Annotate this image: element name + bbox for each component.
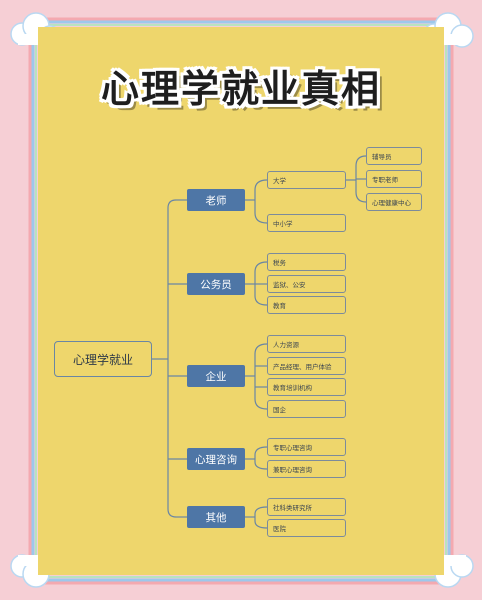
sub-leaf-node: 心理健康中心 (366, 193, 422, 211)
leaf-node: 教育培训机构 (267, 378, 346, 396)
leaf-node: 大学 (267, 171, 346, 189)
leaf-node: 兼职心理咨询 (267, 460, 346, 478)
branch-node-other: 其他 (187, 506, 245, 528)
leaf-node: 社科类研究所 (267, 498, 346, 516)
leaf-node: 中小学 (267, 214, 346, 232)
leaf-node: 产品经理、用户体验 (267, 357, 346, 375)
sub-leaf-node: 辅导员 (366, 147, 422, 165)
leaf-node: 监狱、公安 (267, 275, 346, 293)
leaf-node: 教育 (267, 296, 346, 314)
branch-node-counseling: 心理咨询 (187, 448, 245, 470)
connector (167, 199, 177, 518)
branch-node-civil-servant: 公务员 (187, 273, 245, 295)
connector (254, 506, 268, 529)
branch-node-teacher: 老师 (187, 189, 245, 211)
leaf-node: 税务 (267, 253, 346, 271)
leaf-node: 国企 (267, 400, 346, 418)
leaf-node: 专职心理咨询 (267, 438, 346, 456)
content-panel (38, 27, 444, 575)
leaf-node: 人力资源 (267, 335, 346, 353)
connector (254, 446, 268, 470)
sub-leaf-node: 专职老师 (366, 170, 422, 188)
connector (254, 343, 268, 410)
root-node: 心理学就业 (54, 341, 152, 377)
leaf-node: 医院 (267, 519, 346, 537)
page-title: 心理学就业真相 (100, 67, 381, 111)
connector (254, 179, 268, 224)
branch-node-enterprise: 企业 (187, 365, 245, 387)
